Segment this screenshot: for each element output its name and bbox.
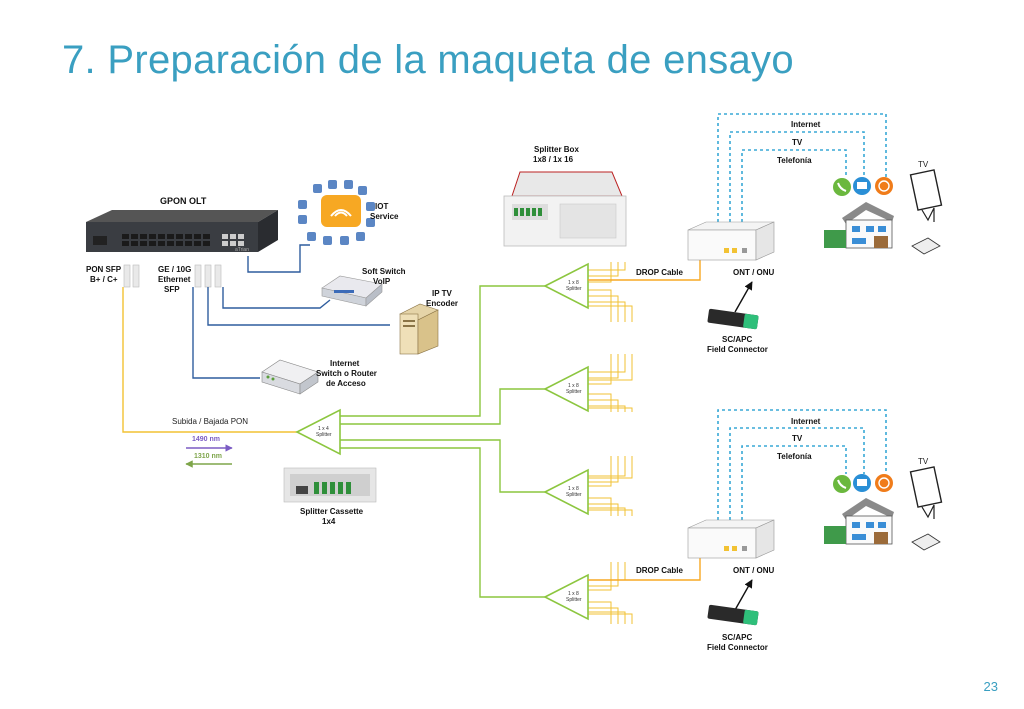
splitter-cassette: Splitter Cassette 1x4 [283,467,377,526]
tv-label-1: TV [918,160,929,169]
iptv-label-1: IP TV [432,289,453,298]
tv-service-label-1: TV [792,138,803,147]
tv-service-label-2: TV [792,434,803,443]
splitter-box-label-2: 1x8 / 1x 16 [533,155,574,164]
ge-sfp-label-2: Ethernet [158,275,191,284]
splitter-1x8-a-label-2: Splitter [566,286,582,292]
internet-label-2: Internet [791,417,821,426]
ont-label-1: ONT / ONU [733,268,775,277]
softswitch-label-1: Soft Switch [362,267,406,276]
splitter-1x8-a-label-1: 1 x 8 [568,280,579,286]
internet-label-1: Internet [791,120,821,129]
router-label-3: de Acceso [326,379,366,388]
gpon-olt: GPON OLT aTrian PON SFP B+ / C+ GE / 10G… [86,196,278,294]
telefonia-label-1: Telefonía [777,156,812,165]
slide-title: 7. Preparación de la maqueta de ensayo [62,38,794,82]
splitter-1x4-label-2: Splitter [316,432,332,438]
iot-label-1: IOT [375,202,388,211]
connector-label-2a: SC/APC [722,633,752,642]
splitter-1x4-label-1: 1 x 4 [318,426,329,432]
iptv-encoder: IP TV Encoder [399,289,458,355]
connector-label-1b: Field Connector [707,345,768,354]
drop-cable-label-1: DROP Cable [636,268,684,277]
router-label-1: Internet [330,359,360,368]
splitter-box: Splitter Box 1x8 / 1x 16 [503,145,627,247]
pon-link-label: Subida / Bajada PON [172,417,248,426]
downstream-label: 1490 nm [192,436,220,443]
subscriber-1: Internet TV Telefonía TV DROP Cable ONT … [636,113,943,354]
iot-service: IOT Service [298,180,399,245]
ge-sfp-label-3: SFP [164,285,180,294]
connector-label-2b: Field Connector [707,643,768,652]
softswitch-label-2: VoIP [373,277,391,286]
internet-icon [875,474,893,492]
splitter-1x8-c-label-1: 1 x 8 [568,486,579,492]
internet-icon [875,177,893,195]
ont-label-2: ONT / ONU [733,566,775,575]
drop-cable-label-2: DROP Cable [636,566,684,575]
distribution-fibers [340,285,545,598]
telefonia-label-2: Telefonía [777,452,812,461]
access-router: Internet Switch o Router de Acceso [261,359,377,395]
service-links [192,244,390,379]
olt-title: GPON OLT [160,196,207,206]
upstream-label: 1310 nm [194,453,222,460]
splitter-1x8-a: 1 x 8 Splitter [543,262,633,322]
iot-label-2: Service [370,212,399,221]
page-number: 23 [983,679,998,694]
tv-label-2: TV [918,457,929,466]
splitter-1x8-d-label-2: Splitter [566,597,582,603]
ge-sfp-label-1: GE / 10G [158,265,191,274]
drop-cable-1 [588,260,701,281]
olt-brand: aTrian [235,247,249,253]
splitter-1x8-b-label-2: Splitter [566,389,582,395]
pon-sfp-label-2: B+ / C+ [90,275,118,284]
softswitch-voip: Soft Switch VoIP [321,267,406,307]
cassette-label-2: 1x4 [322,517,336,526]
connector-label-1a: SC/APC [722,335,752,344]
splitter-1x8-b-label-1: 1 x 8 [568,383,579,389]
pon-sfp-label-1: PON SFP [86,265,122,274]
subscriber-2: Internet TV Telefonía TV DROP Cable ONT … [636,409,943,652]
splitter-1x8-c-label-2: Splitter [566,492,582,498]
iptv-label-2: Encoder [426,299,458,308]
splitter-1x4: 1 x 4 Splitter [295,408,341,456]
drop-cable-2 [588,558,701,581]
splitter-1x8-d-label-1: 1 x 8 [568,591,579,597]
pon-trunk-line [122,287,297,433]
splitter-1x8-c: 1 x 8 Splitter [543,456,633,516]
cassette-label-1: Splitter Cassette [300,507,364,516]
router-label-2: Switch o Router [316,369,377,378]
splitter-1x8-b: 1 x 8 Splitter [543,354,633,413]
splitter-box-label-1: Splitter Box [534,145,579,154]
splitter-1x8-d: 1 x 8 Splitter [543,562,633,624]
phone-icon [833,178,851,196]
phone-icon [833,475,851,493]
